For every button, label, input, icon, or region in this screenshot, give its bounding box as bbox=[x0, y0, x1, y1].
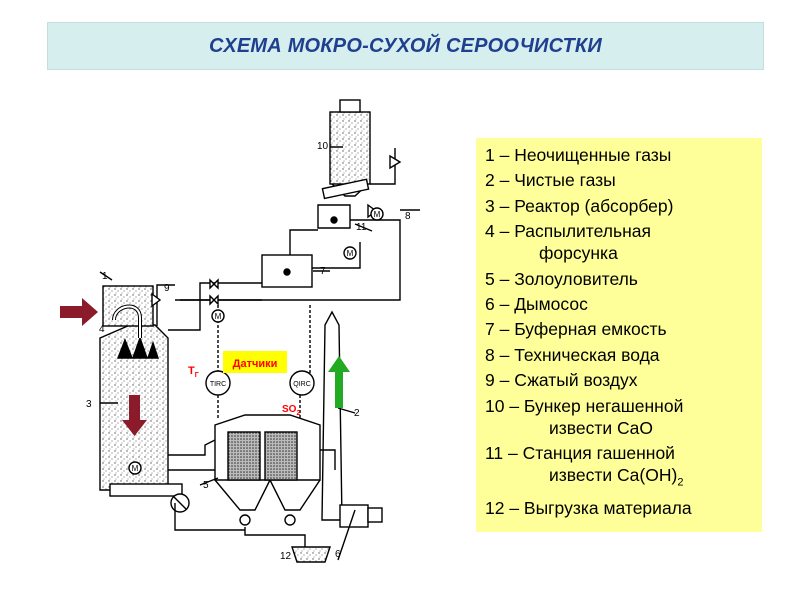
sensor-box-label: Датчики bbox=[233, 358, 278, 370]
legend-item: 7 – Буферная емкость bbox=[485, 318, 762, 340]
legend-item-text: 6 – Дымосос bbox=[485, 293, 588, 314]
legend-item-text: 11 – Станция гашенной bbox=[485, 442, 675, 463]
legend-item: 9 – Сжатый воздух bbox=[485, 369, 762, 391]
lime-bunker bbox=[329, 111, 371, 185]
motor-label: M bbox=[132, 464, 139, 473]
legend-item-text: 8 – Техническая вода bbox=[485, 344, 660, 365]
label-2: 2 bbox=[354, 408, 360, 419]
legend-item-continuation: извести Ca(OH)2 bbox=[485, 464, 762, 494]
label-1: 1 bbox=[102, 271, 108, 282]
discharge-cart bbox=[291, 546, 331, 563]
legend-item-continuation-text: извести CaO bbox=[549, 417, 654, 438]
upflow-arrow bbox=[328, 356, 350, 408]
fan-housing bbox=[339, 504, 369, 528]
legend-item-continuation-text: форсунка bbox=[539, 243, 618, 264]
label-12: 12 bbox=[280, 551, 292, 562]
label-8: 8 bbox=[405, 211, 411, 222]
motor-label: M bbox=[374, 210, 381, 219]
legend-item-text: 2 – Чистые газы bbox=[485, 170, 616, 191]
spray-nozzles bbox=[116, 335, 159, 359]
label-5: 5 bbox=[203, 480, 209, 491]
legend-item: 1 – Неочищенные газы bbox=[485, 144, 762, 166]
legend-item-text: 1 – Неочищенные газы bbox=[485, 145, 672, 165]
qirc-label: QIRC bbox=[293, 381, 311, 388]
label-4: 4 bbox=[99, 324, 105, 335]
stack bbox=[321, 310, 343, 521]
motor-label: M bbox=[215, 312, 222, 321]
legend-item-text: 3 – Реактор (абсорбер) bbox=[485, 195, 674, 216]
legend-item-text: 7 – Буферная емкость bbox=[485, 319, 667, 340]
legend-item: 5 – Золоуловитель bbox=[485, 268, 762, 290]
qirc-instrument bbox=[289, 370, 315, 396]
legend-item-continuation: форсунка bbox=[485, 242, 762, 264]
downflow-arrow bbox=[122, 395, 147, 436]
buffer-tank bbox=[261, 254, 313, 288]
legend-item-text: 10 – Бункер негашенной bbox=[485, 395, 684, 416]
so2-label: SO2 bbox=[282, 404, 300, 417]
legend-item-text: 9 – Сжатый воздух bbox=[485, 370, 638, 391]
legend-item-text: 5 – Золоуловитель bbox=[485, 268, 638, 289]
legend-item: 3 – Реактор (абсорбер) bbox=[485, 195, 762, 217]
legend-item: 2 – Чистые газы bbox=[485, 169, 762, 191]
legend-item-continuation: извести CaO bbox=[485, 417, 762, 439]
label-7: 7 bbox=[320, 266, 326, 277]
legend-item-text: 12 – Выгрузка материала bbox=[485, 497, 692, 518]
legend-item-continuation-text: извести Ca(OH) bbox=[549, 464, 678, 485]
legend-item: 12 – Выгрузка материала bbox=[485, 497, 762, 519]
legend-item: 8 – Техническая вода bbox=[485, 344, 762, 366]
motor-label: M bbox=[347, 249, 354, 258]
legend: 1 – Неочищенные газы 2 – Чистые газы 3 – Р… bbox=[476, 138, 762, 532]
tg-label: TГ bbox=[188, 365, 199, 379]
motor-icon bbox=[211, 309, 225, 323]
label-9: 9 bbox=[164, 283, 170, 294]
title-bar: СХЕМА МОКРО-СУХОЙ СЕРООЧИСТКИ bbox=[47, 22, 764, 70]
legend-item-subscript: 2 bbox=[677, 476, 684, 489]
label-3: 3 bbox=[86, 399, 92, 410]
label-6: 6 bbox=[335, 549, 341, 560]
inlet-arrow bbox=[60, 298, 98, 326]
sensor-box bbox=[223, 351, 287, 373]
page-title: СХЕМА МОКРО-СУХОЙ СЕРООЧИСТКИ bbox=[208, 34, 603, 57]
legend-item-text: 4 – Распылительная bbox=[485, 221, 651, 242]
reactor-conveyor bbox=[109, 483, 183, 497]
legend-item: 6 – Дымосос bbox=[485, 293, 762, 315]
label-10: 10 bbox=[317, 141, 329, 152]
label-11: 11 bbox=[356, 222, 367, 233]
tirc-instrument bbox=[205, 370, 231, 396]
tirc-label: TIRC bbox=[210, 381, 226, 388]
